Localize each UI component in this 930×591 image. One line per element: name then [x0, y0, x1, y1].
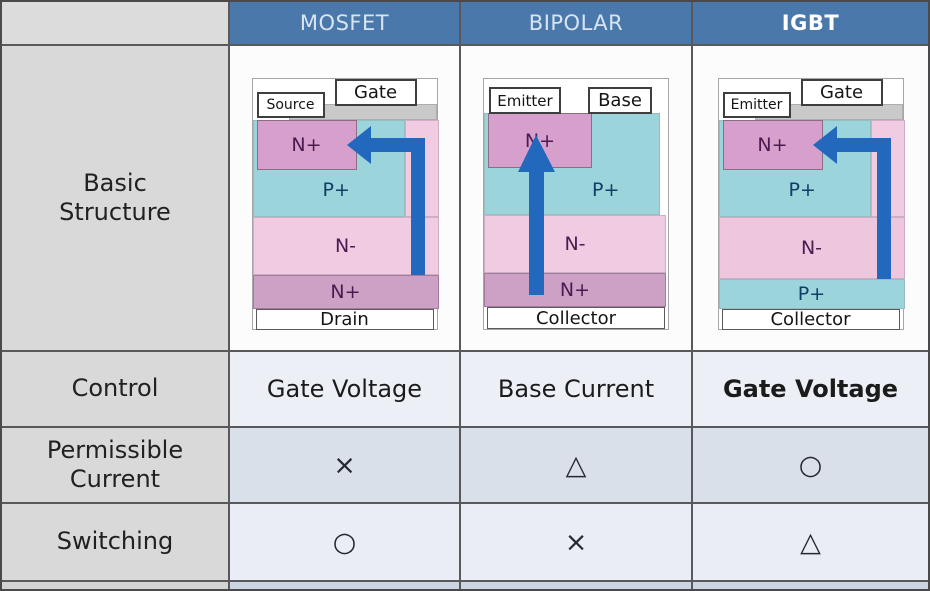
region-n-minus-drift: N-	[484, 215, 666, 273]
bipolar-permissible-rating: △	[461, 428, 693, 504]
mosfet-control-value: Gate Voltage	[230, 352, 461, 428]
row-label-permissible-current: Permissible Current	[2, 428, 230, 504]
collector-terminal-label: Collector	[721, 309, 900, 330]
column-header-igbt: IGBT	[693, 2, 928, 46]
column-header-mosfet: MOSFET	[230, 2, 461, 46]
bipolar-switching-rating: ×	[461, 504, 693, 582]
row-label-basic-structure: Basic Structure	[2, 46, 230, 352]
mosfet-permissible-rating: ×	[230, 428, 461, 504]
region-p-plus-bottom: P+	[718, 279, 905, 309]
collector-terminal-label: Collector	[487, 307, 665, 329]
region-n-plus-top: N+	[722, 120, 823, 170]
cutoff-row-cell	[230, 582, 461, 589]
region-p-plus-label: P+	[788, 179, 816, 201]
cutoff-row-label-cell	[2, 582, 230, 589]
region-n-minus-drift: N-	[252, 217, 439, 275]
region-p-plus-label: P+	[322, 179, 350, 201]
bipolar-control-value: Base Current	[461, 352, 693, 428]
emitter-terminal-label: Emitter	[722, 92, 791, 118]
mosfet-structure-diagram: Gate Source N+ P+ N- N+ Drain	[251, 78, 439, 330]
source-terminal-label: Source	[256, 92, 325, 118]
row-label-control: Control	[2, 352, 230, 428]
region-n-plus-bottom: N+	[252, 275, 439, 309]
region-n-plus-bottom: N+	[484, 273, 666, 307]
rating-cross-symbol: ×	[564, 526, 588, 558]
region-n-plus-top: N+	[256, 120, 357, 170]
igbt-permissible-rating: ○	[693, 428, 928, 504]
rating-triangle-symbol: △	[565, 449, 587, 481]
rating-cross-symbol: ×	[333, 449, 356, 481]
igbt-structure-cell: Gate Emitter N+ P+ N- P+ Collector	[693, 46, 928, 352]
mosfet-switching-rating: ○	[230, 504, 461, 582]
column-header-label: MOSFET	[299, 11, 390, 35]
emitter-terminal-label: Emitter	[489, 87, 561, 114]
gate-terminal-label: Gate	[334, 79, 417, 106]
igbt-control-value: Gate Voltage	[693, 352, 928, 428]
current-flow-arrow-icon	[812, 126, 891, 279]
column-header-label: BIPOLAR	[528, 11, 624, 35]
cutoff-row-cell	[461, 582, 693, 589]
column-header-label: IGBT	[781, 11, 840, 35]
current-flow-arrow-icon	[346, 126, 425, 275]
region-n-minus-drift: N-	[718, 217, 905, 279]
cutoff-row-cell	[693, 582, 928, 589]
mosfet-structure-cell: Gate Source N+ P+ N- N+ Drain	[230, 46, 461, 352]
gate-terminal-label: Gate	[800, 79, 883, 106]
row-label-switching: Switching	[2, 504, 230, 582]
bipolar-structure-diagram: Emitter Base N+ P+ N- N+ Collector	[483, 78, 669, 330]
igbt-structure-diagram: Gate Emitter N+ P+ N- P+ Collector	[717, 78, 905, 330]
rating-circle-symbol: ○	[798, 449, 823, 481]
drain-terminal-label: Drain	[255, 309, 434, 330]
igbt-switching-rating: △	[693, 504, 928, 582]
column-header-bipolar: BIPOLAR	[461, 2, 693, 46]
bipolar-structure-cell: Emitter Base N+ P+ N- N+ Collector	[461, 46, 693, 352]
corner-cell	[2, 2, 230, 46]
region-p-plus-label: P+	[592, 179, 620, 201]
current-flow-arrow-icon	[518, 135, 555, 295]
base-terminal-label: Base	[588, 87, 652, 114]
rating-circle-symbol: ○	[332, 526, 357, 558]
rating-triangle-symbol: △	[800, 526, 821, 558]
